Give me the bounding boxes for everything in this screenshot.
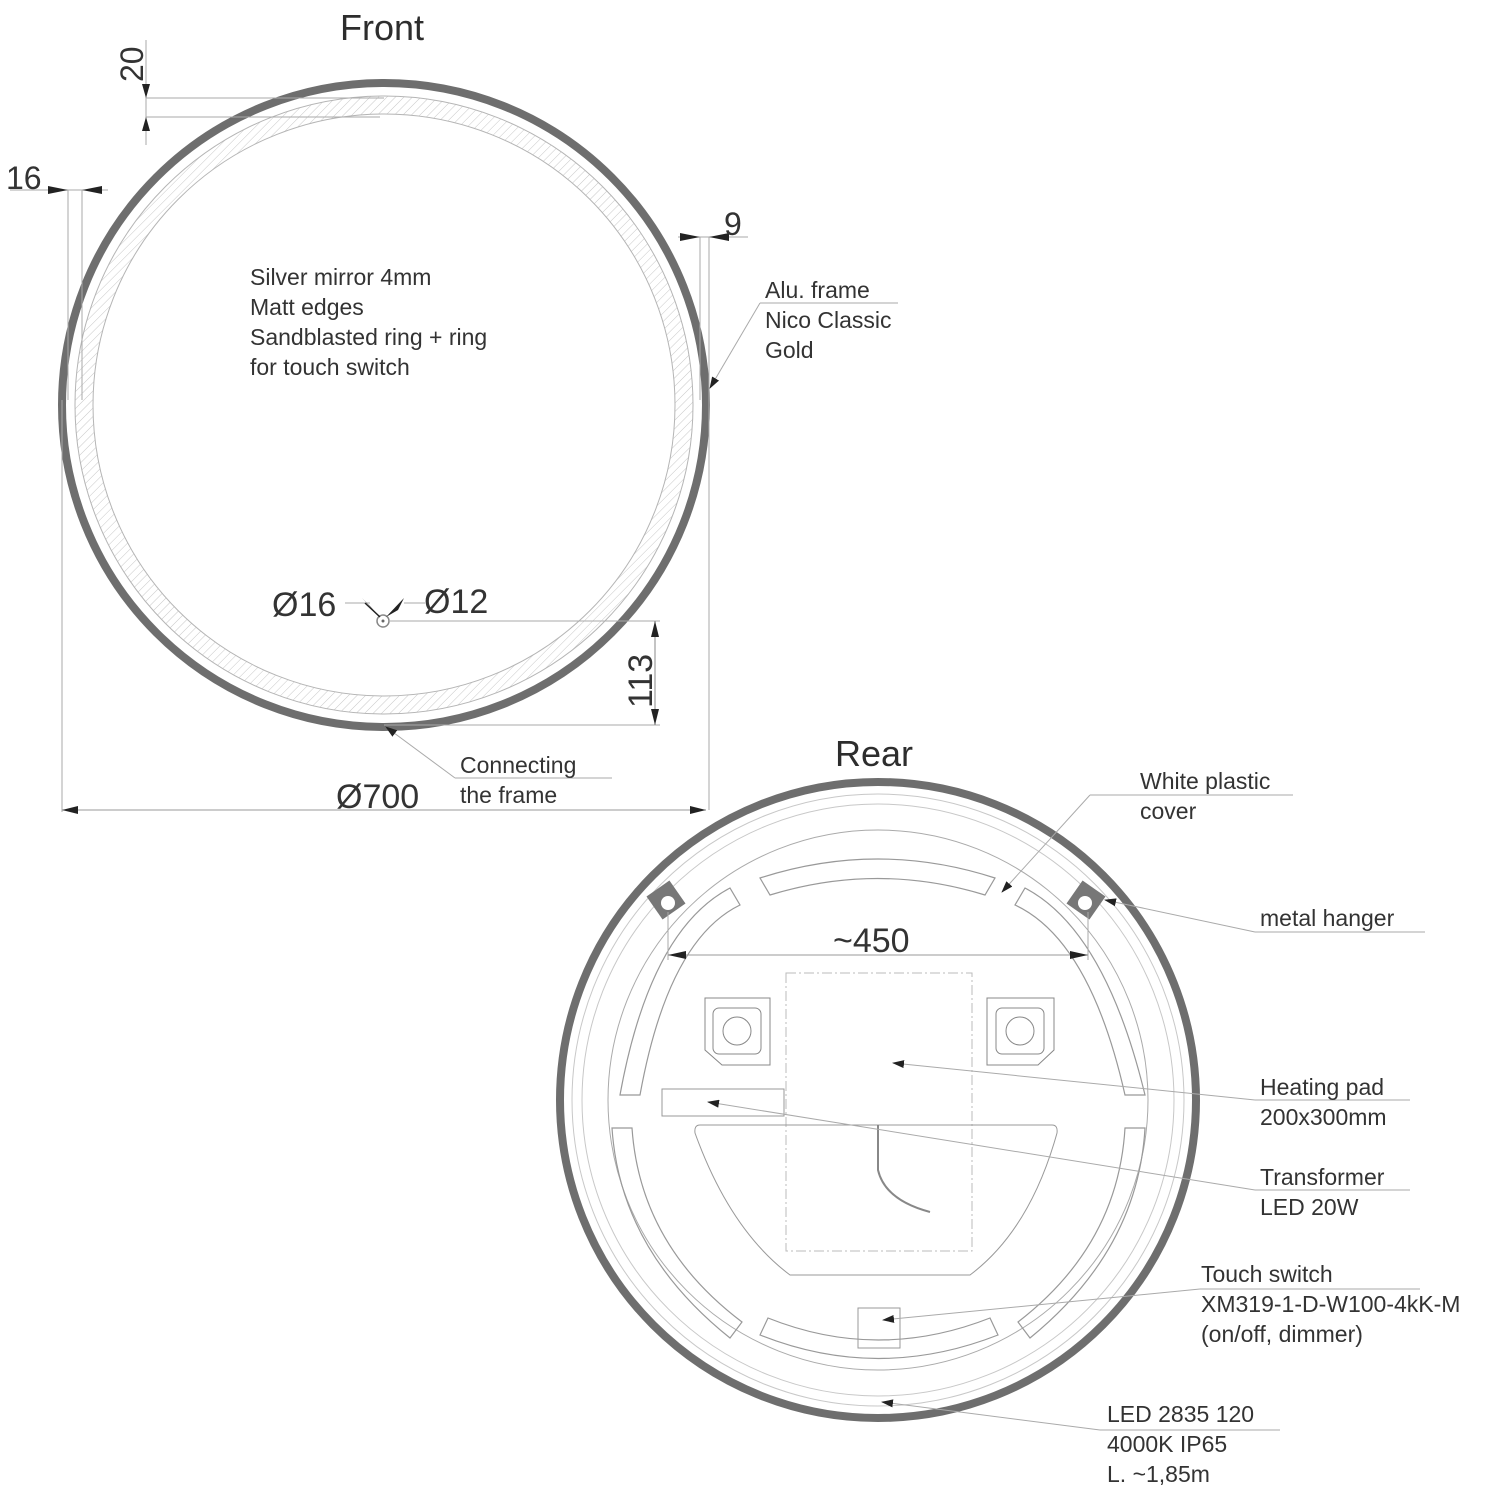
front-view: [10, 40, 898, 814]
led-channel-segments: [611, 858, 1146, 1360]
dim-frame-width: 9: [724, 206, 742, 242]
callout-connecting-frame: Connecting the frame: [460, 752, 577, 808]
callout-plastic-cover: White plastic cover: [1140, 768, 1271, 824]
callout-metal-hanger: metal hanger: [1260, 905, 1395, 931]
callout-touch-switch: Touch switch XM319-1-D-W100-4kK-M (on/of…: [1201, 1261, 1461, 1347]
metal-hanger-left: [646, 880, 686, 920]
front-frame: [58, 79, 710, 731]
heating-pad: [785, 972, 973, 1252]
bracket-left: [704, 997, 771, 1066]
metal-hanger-right: [1066, 880, 1106, 920]
dim-switch-outer-diameter: Ø16: [272, 586, 337, 624]
callout-heating-pad: Heating pad 200x300mm: [1260, 1074, 1387, 1130]
touch-switch-box: [857, 1307, 901, 1349]
dim-overall-diameter: Ø700: [336, 778, 420, 816]
callout-alu-frame: Alu. frame Nico Classic Gold: [765, 277, 892, 363]
front-material-note: Silver mirror 4mm Matt edges Sandblasted…: [250, 264, 488, 380]
front-view-title: Front: [340, 7, 425, 48]
dim-switch-inner-diameter: Ø12: [424, 583, 489, 621]
dim-hanger-spacing: ~450: [833, 922, 910, 960]
dim-side-ring-offset: 16: [6, 160, 42, 196]
dim-switch-height: 113: [622, 653, 660, 708]
callout-led-strip: LED 2835 120 4000K IP65 L. ~1,85m: [1107, 1401, 1255, 1487]
rear-view-title: Rear: [835, 733, 914, 774]
plastic-cover: [694, 1124, 1058, 1276]
dim-top-ring-offset: 20: [114, 46, 150, 82]
transformer: [661, 1088, 785, 1117]
callout-transformer: Transformer LED 20W: [1260, 1164, 1385, 1220]
bracket-right: [986, 997, 1055, 1066]
rear-view: [556, 778, 1425, 1431]
